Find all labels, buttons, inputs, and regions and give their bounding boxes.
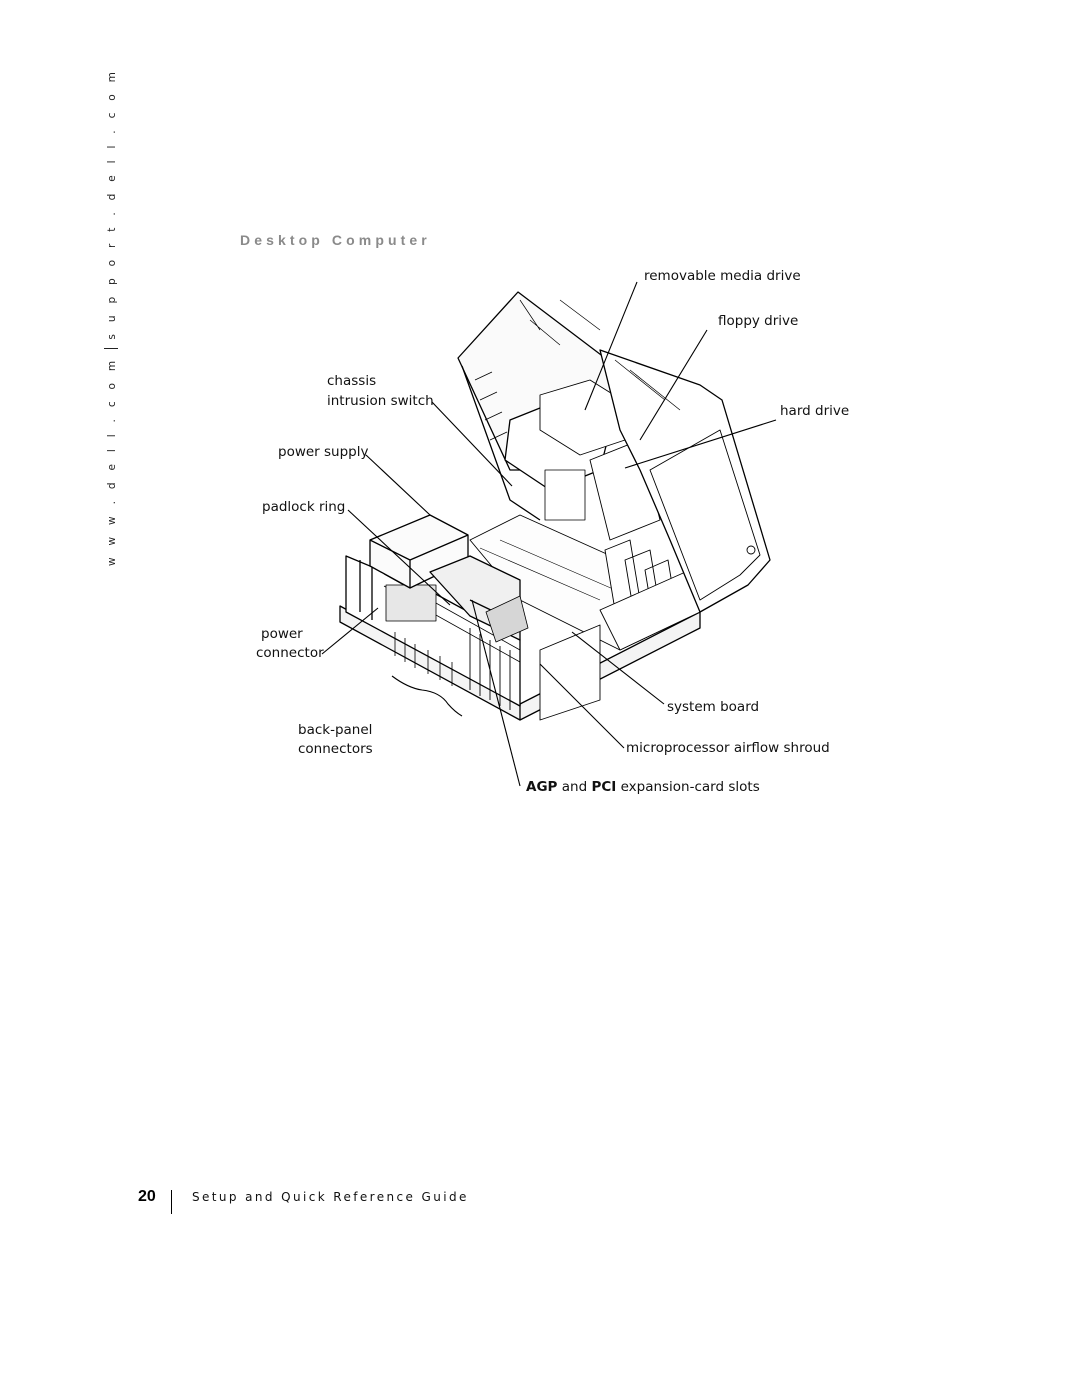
label-pci: PCI <box>591 779 617 795</box>
label-agp: AGP <box>526 779 558 795</box>
callout-leader-lines <box>321 281 777 787</box>
label-intrusion-switch: intrusion switch <box>327 393 434 409</box>
label-floppy-drive: floppy drive <box>718 313 799 329</box>
label-system-board: system board <box>667 699 760 715</box>
label-power: power <box>261 626 303 642</box>
label-connectors: connectors <box>298 741 373 757</box>
label-expansion-card-slots: AGP and PCI expansion-card slots <box>526 777 760 797</box>
label-and: and <box>561 779 588 795</box>
label-microprocessor-airflow-shroud: microprocessor airflow shroud <box>626 740 830 756</box>
label-hard-drive: hard drive <box>780 403 850 419</box>
footer-guide-title: Setup and Quick Reference Guide <box>192 1190 469 1204</box>
label-chassis: chassis <box>327 373 377 389</box>
section-title: Desktop Computer <box>240 232 431 248</box>
label-padlock-ring: padlock ring <box>262 499 346 515</box>
label-expansion-card-slots-text: expansion-card slots <box>620 779 760 795</box>
back-panel-brace <box>391 675 463 717</box>
label-connector: connector <box>256 645 324 661</box>
label-removable-media-drive: removable media drive <box>644 268 801 284</box>
label-back-panel: back-panel <box>298 722 373 738</box>
footer-separator <box>171 1190 172 1214</box>
chassis-drawing <box>339 291 771 721</box>
page-number: 20 <box>138 1188 156 1205</box>
label-power-supply: power supply <box>278 444 369 460</box>
